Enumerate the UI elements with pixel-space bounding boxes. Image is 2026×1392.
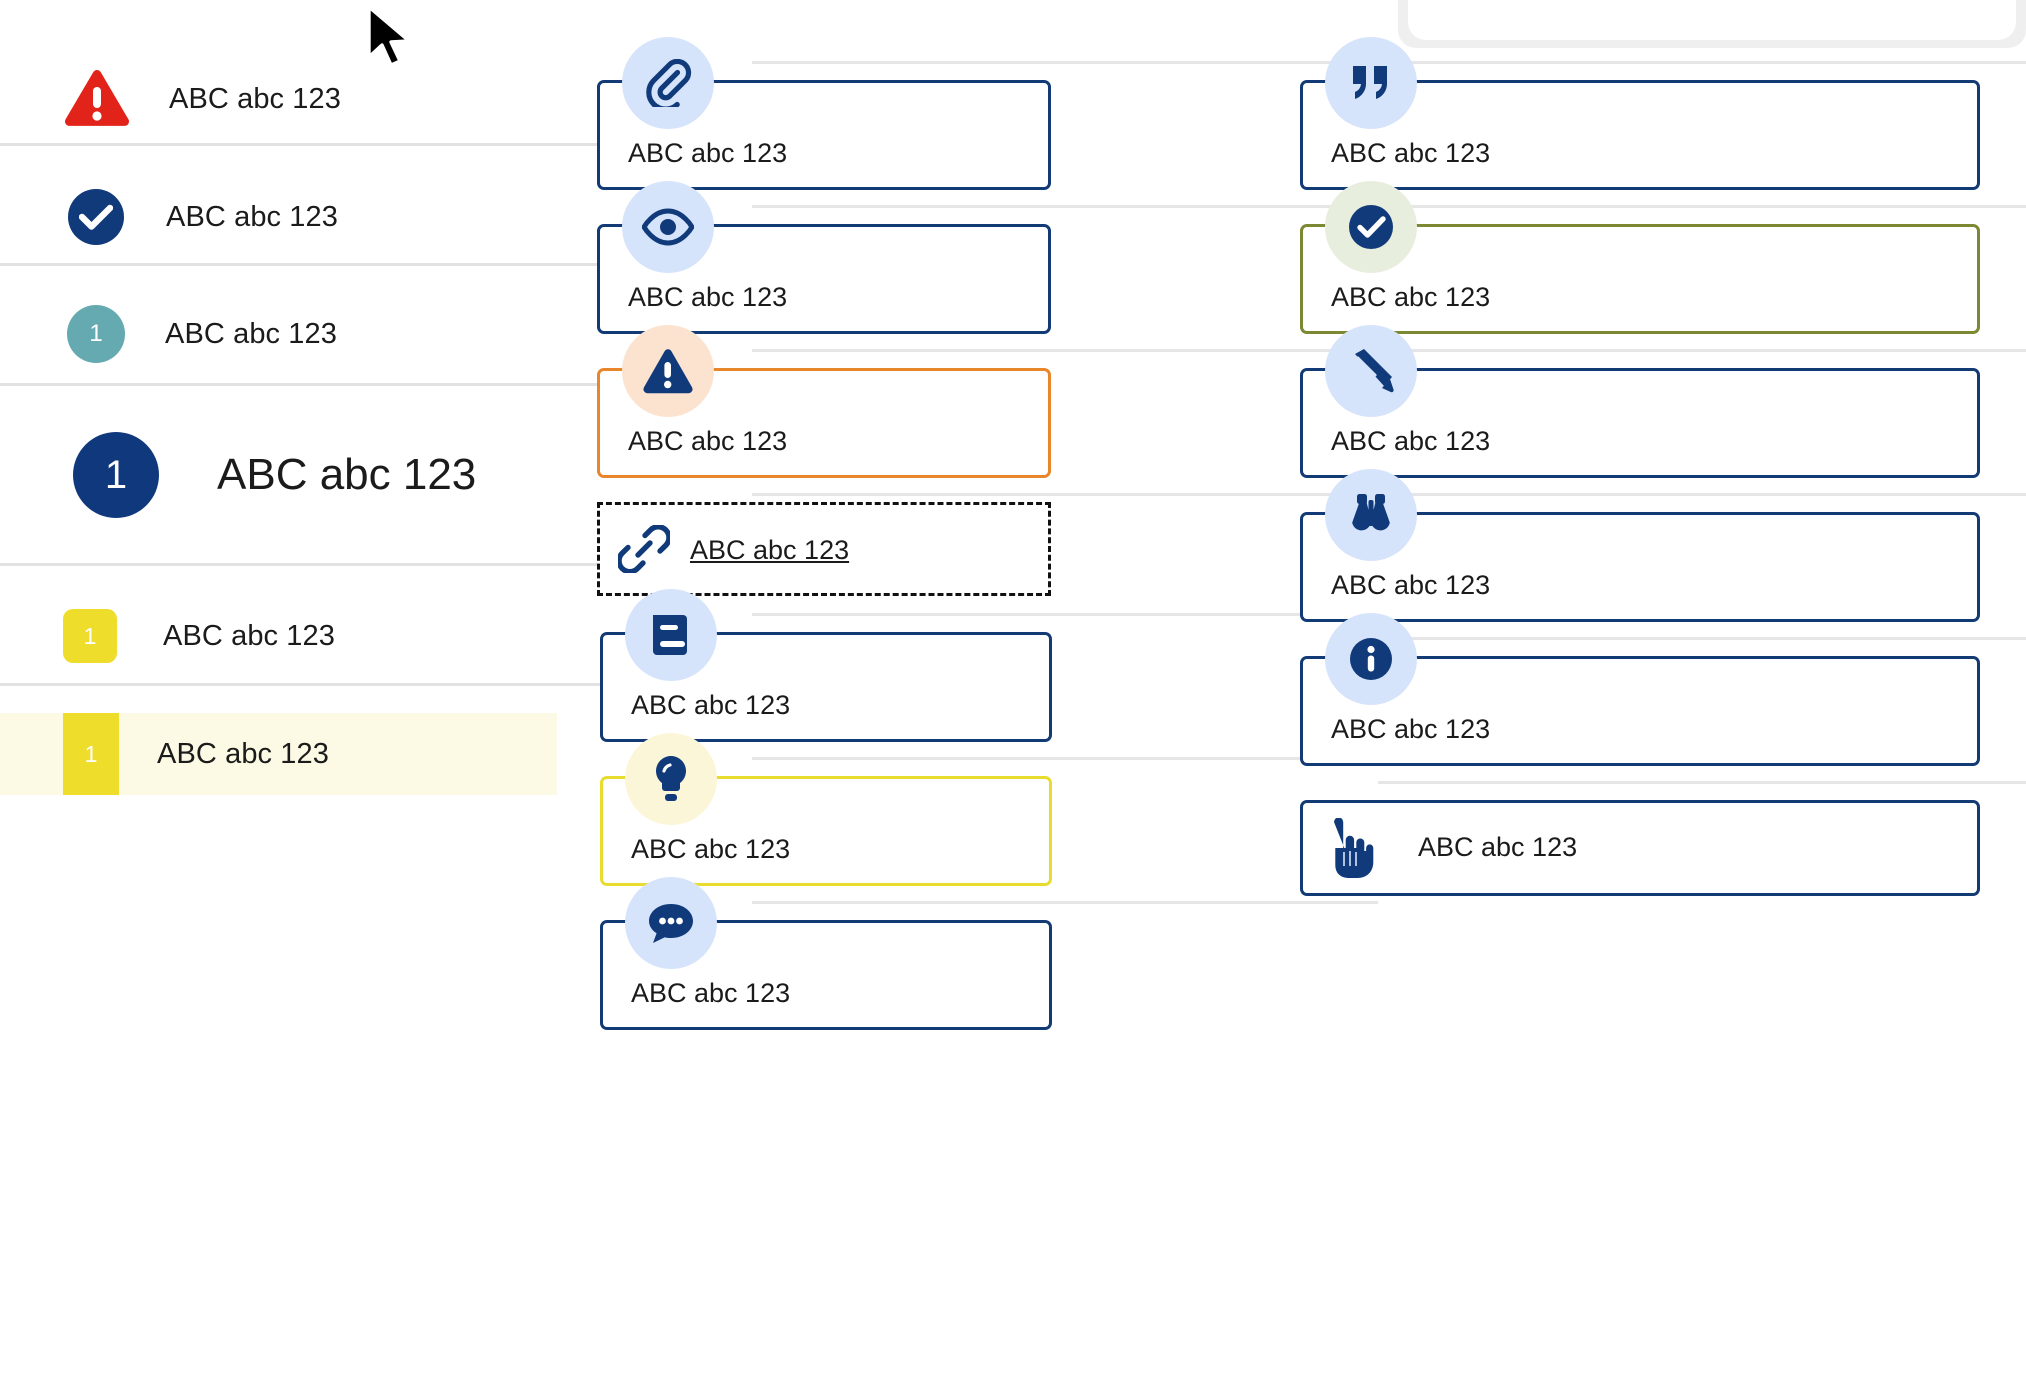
list-item-selected[interactable]: 1 ABC abc 123 [0,713,557,795]
number-badge-large: 1 [73,432,159,518]
divider [752,901,1378,904]
left-list: ABC abc 123 ABC abc 123 1 ABC abc 123 1 [0,0,752,1392]
list-item[interactable]: ABC abc 123 [0,58,752,140]
card-label: ABC abc 123 [628,282,788,312]
number-badge-yellow-flat: 1 [63,713,119,795]
divider [0,383,752,386]
number-badge: 1 [67,305,125,363]
number-badge-yellow: 1 [63,609,117,663]
divider [1378,205,2026,208]
alert-triangle-icon [63,68,131,130]
card-label: ABC abc 123 [631,834,791,864]
divider [752,61,1378,64]
eye-icon [622,181,714,273]
card-label: ABC abc 123 [1418,832,1578,862]
paperclip-icon [622,37,714,129]
card-link[interactable] [597,502,1051,596]
list-item-label: ABC abc 123 [165,317,337,350]
link-icon [618,525,670,573]
card-label: ABC abc 123 [1331,714,1491,744]
quote-icon [1325,37,1417,129]
list-item-label: ABC abc 123 [157,737,329,770]
list-item[interactable]: 1 ABC abc 123 [0,293,752,375]
card-label: ABC abc 123 [1331,138,1491,168]
divider [1378,493,2026,496]
divider [752,493,1378,496]
divider [1378,349,2026,352]
divider [1378,637,2026,640]
card-label: ABC abc 123 [628,138,788,168]
divider [752,205,1378,208]
badge-number: 1 [89,320,103,347]
book-icon [625,589,717,681]
list-item-label: ABC abc 123 [169,82,341,115]
list-item-label-large: ABC abc 123 [217,450,477,499]
divider [0,143,752,146]
card-label: ABC abc 123 [628,426,788,456]
binoculars-icon [1325,469,1417,561]
card-link-label[interactable]: ABC abc 123 [690,535,850,565]
card-label: ABC abc 123 [1331,570,1491,600]
list-item[interactable]: 1 ABC abc 123 [0,595,752,677]
badge-number: 1 [84,740,98,767]
top-panel-foreground [1408,0,2016,40]
divider [0,263,752,266]
list-item[interactable]: ABC abc 123 [0,176,752,258]
list-item-primary[interactable]: 1 ABC abc 123 [0,430,752,520]
speech-bubble-icon [625,877,717,969]
lightbulb-icon [625,733,717,825]
divider [1378,781,2026,784]
check-circle-icon [1325,181,1417,273]
divider [752,349,1378,352]
badge-number: 1 [83,622,97,649]
pencil-icon [1325,325,1417,417]
check-circle-icon [68,189,124,245]
list-item-label: ABC abc 123 [163,619,335,652]
divider [0,563,752,566]
divider [752,757,1378,760]
card-action[interactable] [1300,800,1980,896]
list-item-label: ABC abc 123 [166,200,338,233]
divider [752,613,1378,616]
card-label: ABC abc 123 [631,978,791,1008]
divider [0,683,752,686]
card-label: ABC abc 123 [1331,282,1491,312]
warning-triangle-icon [622,325,714,417]
card-label: ABC abc 123 [1331,426,1491,456]
divider [1378,61,2026,64]
card-label: ABC abc 123 [631,690,791,720]
info-circle-icon [1325,613,1417,705]
hand-pointer-icon [1324,818,1376,880]
badge-number: 1 [104,452,128,497]
